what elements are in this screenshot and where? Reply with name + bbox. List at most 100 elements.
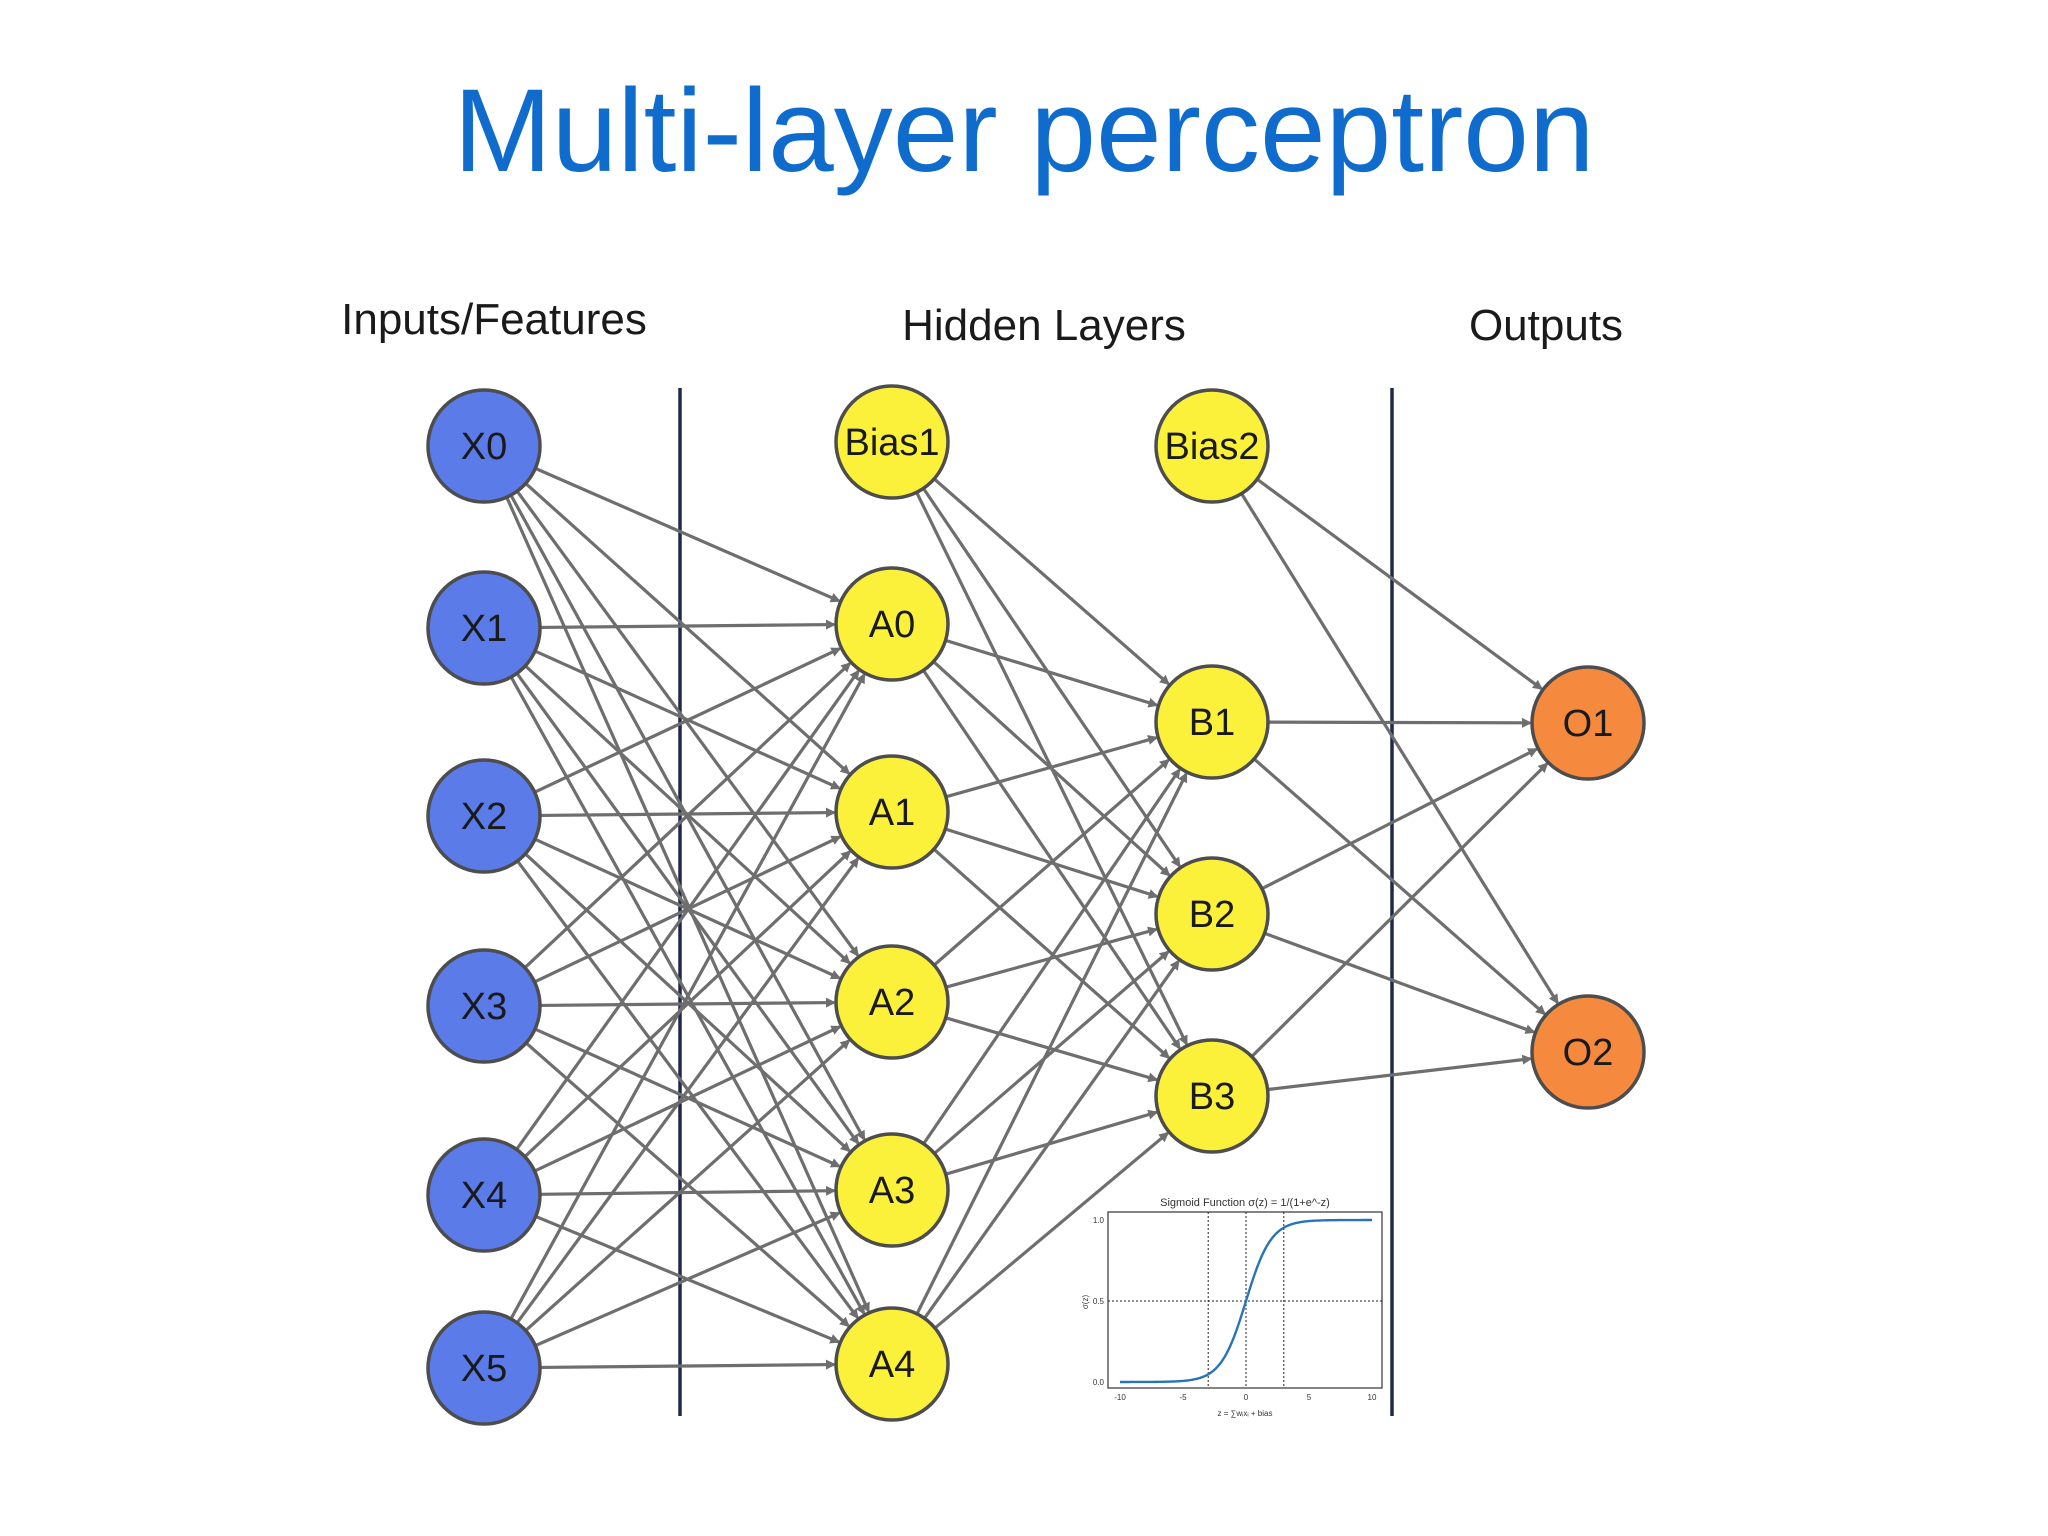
node-x5-label: X5 xyxy=(461,1348,507,1390)
connection-edge xyxy=(523,850,852,1158)
connection-edge xyxy=(1261,747,1539,891)
sigmoid-chart-title: Sigmoid Function σ(z) = 1/(1+e^-z) xyxy=(1160,1197,1330,1209)
connection-edge xyxy=(534,1211,841,1348)
node-a4-label: A4 xyxy=(869,1344,915,1386)
connection-edge xyxy=(505,496,870,1313)
connection-edge xyxy=(524,1039,851,1332)
node-x2-circle xyxy=(426,758,542,874)
connection-edge xyxy=(515,490,859,957)
node-x3: X3 xyxy=(426,948,542,1064)
node-bias1-label: Bias1 xyxy=(844,422,939,464)
sigmoid-y-tick-label: 1.0 xyxy=(1093,1216,1105,1225)
sigmoid-x-tick-label: -10 xyxy=(1114,1393,1126,1402)
connection-edge xyxy=(933,1131,1170,1330)
node-a1: A1 xyxy=(834,754,950,870)
node-b2-label: B2 xyxy=(1189,894,1235,936)
slide-title: Multi-layer perceptron xyxy=(453,65,1595,197)
node-o2-label: O2 xyxy=(1563,1032,1614,1074)
node-x1: X1 xyxy=(426,570,542,686)
connection-edge xyxy=(1264,931,1536,1034)
connection-edge xyxy=(932,847,1171,1059)
sigmoid-x-label: z = ∑wᵢxᵢ + bias xyxy=(1218,1409,1273,1418)
sigmoid-plot-frame xyxy=(1107,1211,1383,1389)
connection-edge xyxy=(515,857,859,1324)
connection-edge xyxy=(945,1016,1159,1083)
node-x2: X2 xyxy=(426,758,542,874)
node-a4: A4 xyxy=(834,1306,950,1422)
inputs-layer-label: Inputs/Features xyxy=(341,295,647,344)
node-o1-label: O1 xyxy=(1563,703,1614,745)
connection-edge xyxy=(523,662,852,969)
node-bias2: Bias2 xyxy=(1154,388,1270,504)
sigmoid-ticks: -10 -5 0 5 10 0.0 0.5 1.0 xyxy=(1093,1216,1377,1402)
connection-edge xyxy=(945,1109,1159,1176)
connection-edge xyxy=(533,1025,842,1173)
sigmoid-x-tick-label: 0 xyxy=(1244,1393,1249,1402)
node-x3-circle xyxy=(426,948,542,1064)
node-a4-circle xyxy=(834,1306,950,1422)
node-a2-label: A2 xyxy=(869,982,915,1024)
node-a3-label: A3 xyxy=(869,1170,915,1212)
connection-edge xyxy=(533,647,842,794)
node-o1-circle xyxy=(1530,665,1646,781)
node-bias1-circle xyxy=(834,384,950,500)
sigmoid-y-tick-label: 0.5 xyxy=(1093,1297,1105,1306)
connection-edge xyxy=(1256,477,1543,690)
hidden-layer-label: Hidden Layers xyxy=(902,301,1186,350)
connection-edge xyxy=(1267,1054,1533,1092)
connection-edge xyxy=(1267,717,1533,728)
connection-edge xyxy=(1250,762,1549,1058)
node-x0-label: X0 xyxy=(461,426,507,468)
sigmoid-x-tick-label: 10 xyxy=(1368,1393,1377,1402)
node-a3: A3 xyxy=(834,1132,950,1248)
connection-edge xyxy=(515,669,860,1151)
connection-edge xyxy=(539,1359,837,1370)
connection-edge xyxy=(945,735,1159,799)
connection-edge xyxy=(923,959,1180,1320)
node-x0-circle xyxy=(426,388,542,504)
node-a0-label: A0 xyxy=(869,604,915,646)
node-o2-circle xyxy=(1530,994,1646,1110)
sigmoid-x-tick-label: -5 xyxy=(1179,1393,1187,1402)
connection-edges xyxy=(505,466,1559,1370)
outputs-layer-label: Outputs xyxy=(1469,301,1623,350)
connection-edge xyxy=(933,758,1170,967)
sigmoid-y-tick-label: 0.0 xyxy=(1093,1378,1105,1387)
connection-edge xyxy=(922,768,1181,1145)
node-b1-label: B1 xyxy=(1189,702,1235,744)
node-x4-circle xyxy=(426,1137,542,1253)
connection-edge xyxy=(539,1185,837,1196)
connection-edge xyxy=(524,482,851,775)
node-x4-label: X4 xyxy=(461,1175,507,1217)
node-a0-circle xyxy=(834,566,950,682)
network-nodes: X0X1X2X3X4X5Bias1A0A1A2A3A4Bias2B1B2B3O1… xyxy=(426,384,1646,1426)
node-x2-label: X2 xyxy=(461,796,507,838)
connection-edge xyxy=(922,669,1181,1050)
connection-edge xyxy=(534,466,841,603)
node-b1: B1 xyxy=(1154,664,1270,780)
node-a2-circle xyxy=(834,944,950,1060)
node-bias1: Bias1 xyxy=(834,384,950,500)
connection-edge xyxy=(1240,492,1559,1005)
node-a1-circle xyxy=(834,754,950,870)
connection-edge xyxy=(933,950,1170,1155)
node-x1-circle xyxy=(426,570,542,686)
sigmoid-y-label: σ(z) xyxy=(1081,1295,1090,1310)
node-a3-circle xyxy=(834,1132,950,1248)
node-x5-circle xyxy=(426,1310,542,1426)
connection-edge xyxy=(509,673,866,1320)
node-a1-label: A1 xyxy=(869,792,915,834)
node-x3-label: X3 xyxy=(461,986,507,1028)
sigmoid-curve xyxy=(1120,1218,1372,1384)
sigmoid-x-tick-label: 5 xyxy=(1307,1393,1312,1402)
node-b2: B2 xyxy=(1154,856,1270,972)
connection-edge xyxy=(1253,757,1546,1016)
node-x4: X4 xyxy=(426,1137,542,1253)
connection-edge xyxy=(945,638,1159,708)
sigmoid-inset-chart: Sigmoid Function σ(z) = 1/(1+e^-z) z = ∑… xyxy=(1081,1197,1383,1418)
node-a2: A2 xyxy=(834,944,950,1060)
node-b1-circle xyxy=(1154,664,1270,780)
node-b3-circle xyxy=(1154,1038,1270,1154)
connection-edge xyxy=(539,619,837,630)
